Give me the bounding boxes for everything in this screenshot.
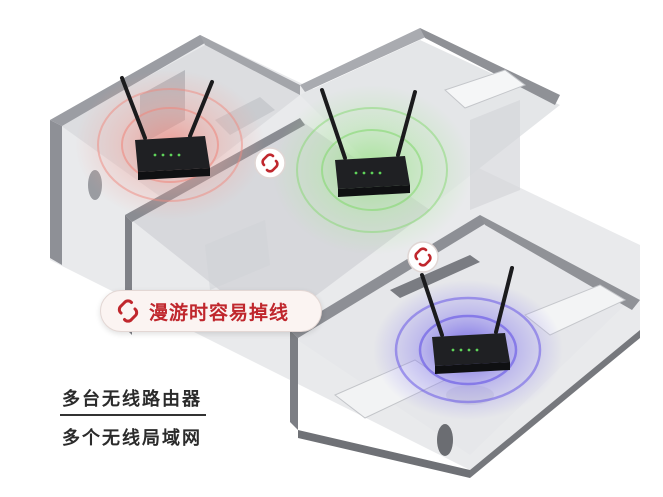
wall-living-left bbox=[290, 330, 298, 430]
wall-front-right bbox=[470, 330, 640, 478]
bicycle-area bbox=[205, 220, 270, 290]
wall-back-right bbox=[200, 35, 300, 95]
badge-label: 漫游时容易掉线 bbox=[149, 301, 290, 324]
caption-line-2: 多个无线局域网 bbox=[62, 428, 202, 449]
floor-lamp bbox=[437, 424, 453, 456]
caption-divider bbox=[60, 414, 206, 416]
wall-bath-right bbox=[420, 28, 560, 105]
broken-link-icon bbox=[407, 241, 439, 273]
router-green-room bbox=[320, 88, 417, 197]
shower-glass bbox=[470, 100, 520, 210]
tv-cabinet bbox=[390, 255, 480, 298]
caption-line-1: 多台无线路由器 bbox=[62, 389, 202, 410]
router-blue-room bbox=[420, 266, 514, 374]
wall-bath-back bbox=[300, 28, 430, 92]
wall-living-back bbox=[290, 215, 488, 338]
bathtub bbox=[444, 69, 527, 109]
broken-link-icon bbox=[254, 147, 286, 179]
broken-link-icon bbox=[117, 299, 139, 323]
wall-left bbox=[50, 120, 62, 265]
router-red-room bbox=[120, 76, 214, 180]
roaming-disconnect-badge: 漫游时容易掉线 bbox=[100, 290, 322, 332]
wall-front bbox=[298, 430, 470, 478]
